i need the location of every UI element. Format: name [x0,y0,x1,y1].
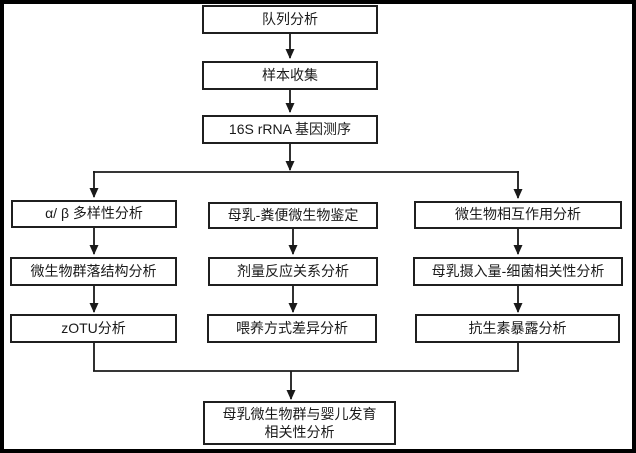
node-dose-response: 剂量反应关系分析 [208,257,378,286]
node-microbial-interaction: 微生物相互作用分析 [414,201,622,229]
node-final-correlation: 母乳微生物群与婴儿发育 相关性分析 [203,401,396,445]
node-community-structure: 微生物群落结构分析 [10,257,177,286]
node-cohort-analysis: 队列分析 [202,5,378,34]
final-correlation-line2: 相关性分析 [264,424,335,440]
final-correlation-line1: 母乳微生物群与婴儿发育 [222,405,377,422]
node-milk-feces-identification: 母乳-粪便微生物鉴定 [208,202,378,229]
node-milk-intake-bacteria-correlation: 母乳摄入量-细菌相关性分析 [413,257,623,286]
node-alpha-beta-diversity: α/ β 多样性分析 [11,200,177,228]
node-zotu-analysis: zOTU分析 [10,314,177,343]
node-feeding-method-difference: 喂养方式差异分析 [207,314,377,343]
node-16s-rrna-sequencing: 16S rRNA 基因测序 [202,115,378,144]
node-sample-collection: 样本收集 [202,61,378,90]
node-antibiotic-exposure: 抗生素暴露分析 [415,314,620,343]
